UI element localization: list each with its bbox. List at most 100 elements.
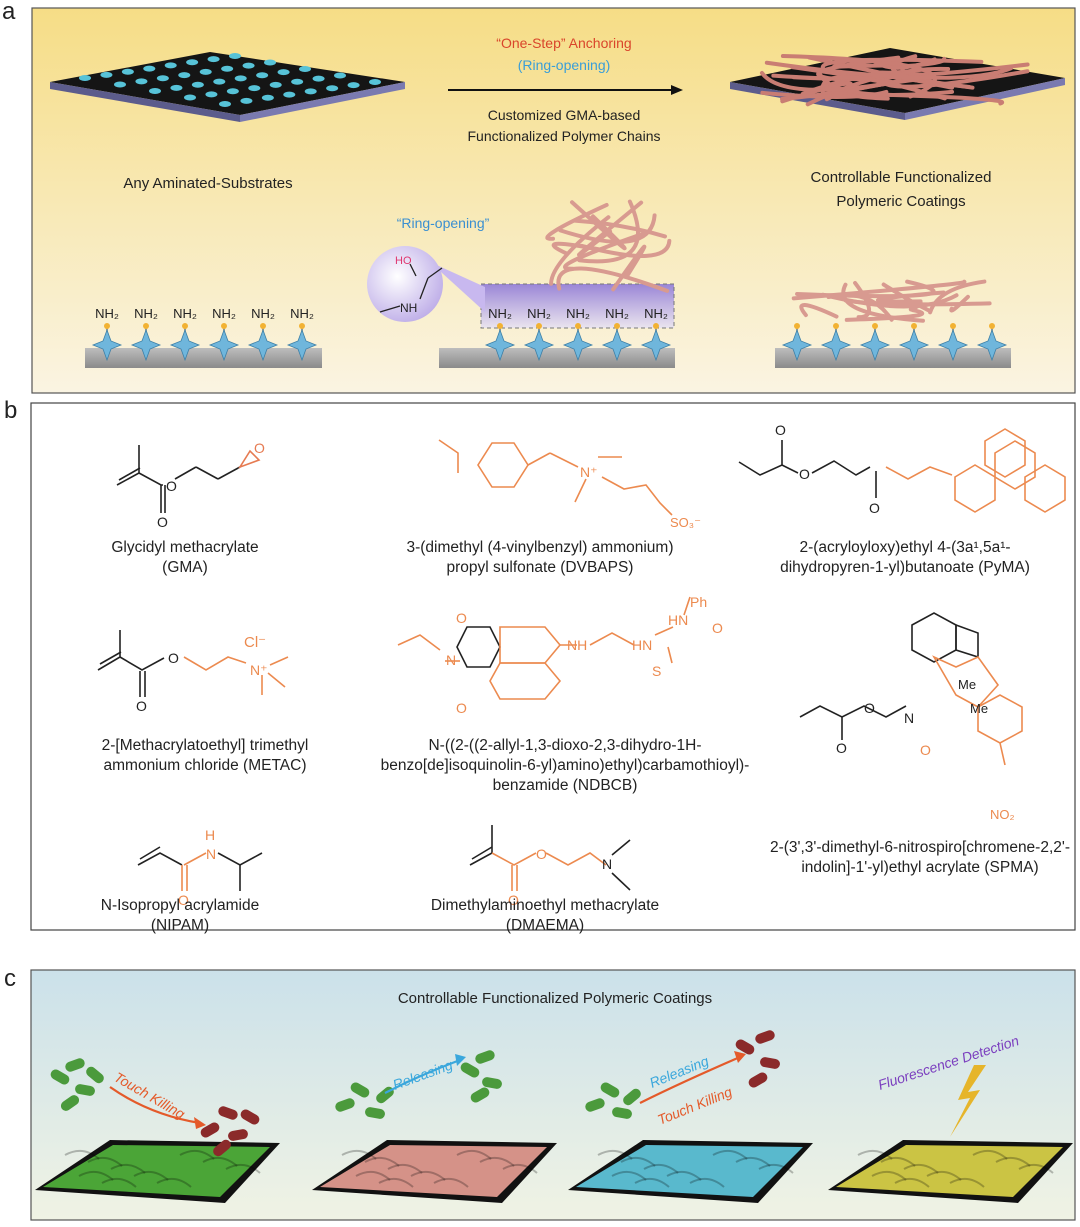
bacterium — [240, 1109, 260, 1125]
dvbaps-n: N⁺ — [580, 464, 598, 480]
scene-texture — [894, 1177, 930, 1188]
amine-bead — [536, 323, 542, 329]
compound-name-pyma: 2-(acryloyloxy)ethyl 4-(3a¹,5a¹-dihydrop… — [780, 539, 1030, 576]
amine-bead — [989, 323, 995, 329]
amine-dot — [229, 53, 241, 59]
dmaema-n: N — [602, 856, 612, 872]
bubble-nh: NH — [400, 301, 417, 315]
amine-dot — [334, 72, 346, 79]
bacterium — [460, 1062, 480, 1078]
amine-bead — [143, 323, 149, 329]
nh2-label: NH₂ — [605, 306, 629, 321]
bacterium — [735, 1039, 755, 1055]
amine-dot — [164, 62, 177, 69]
arrow-bottom-label-1: Customized GMA-based — [488, 107, 641, 123]
scene-texture — [156, 1177, 192, 1188]
spma-n: N — [904, 710, 914, 726]
scene-texture — [202, 1156, 238, 1167]
amine-dot — [121, 68, 134, 75]
dmaema-structure — [469, 825, 631, 891]
scene-texture — [341, 1149, 377, 1160]
panel-b: O O O N⁺ SO₃⁻ O O O Cl⁻ N⁺ O O N O O NH … — [30, 402, 1076, 931]
spma-o3: O — [920, 742, 931, 758]
amine-dot — [149, 88, 161, 94]
amine-dot — [221, 65, 234, 72]
dvbaps-structure — [438, 439, 673, 516]
polymer-chain — [928, 279, 987, 315]
right-coating-label-2: Polymeric Coatings — [836, 193, 965, 210]
scene-texture — [355, 1170, 391, 1181]
scene-4 — [828, 1140, 1073, 1203]
spma-o1: O — [864, 700, 875, 716]
amine-dot — [240, 97, 253, 104]
amine-dot — [184, 94, 196, 101]
bubble-ho: HO — [395, 255, 412, 267]
spma-o2: O — [836, 740, 847, 756]
anchor-star — [523, 328, 555, 362]
amine-dot — [242, 62, 255, 69]
polymer-chain — [764, 60, 1013, 80]
nh2-label: NH₂ — [95, 306, 119, 321]
scene-texture — [735, 1156, 771, 1167]
scene-arrowhead — [734, 1051, 746, 1063]
amine-dot — [283, 91, 296, 98]
scene-texture — [634, 1177, 670, 1188]
scene-texture — [110, 1163, 146, 1174]
amine-dot — [312, 75, 325, 82]
polymer-chain — [780, 54, 937, 99]
ndbcb-hn1: HN — [632, 637, 652, 653]
bacterium — [475, 1050, 495, 1064]
polymer-chain — [820, 75, 947, 101]
scene-texture — [433, 1177, 469, 1188]
scene-texture — [410, 1170, 446, 1181]
amine-bead — [260, 323, 266, 329]
nipam-structure — [137, 846, 263, 891]
polymer-chain — [795, 279, 936, 299]
amine-dot — [207, 56, 220, 63]
dmaema-o1: O — [536, 846, 547, 862]
ndbcb-ph: Ph — [690, 594, 707, 610]
bacterium — [585, 1098, 605, 1112]
polymer-chain — [847, 76, 927, 101]
scene-texture — [87, 1156, 123, 1167]
compound-name-gma: Glycidyl methacrylate(GMA) — [111, 539, 259, 576]
ring-opening-illustration — [367, 199, 675, 368]
scene-texture — [903, 1163, 939, 1174]
anchor-star — [640, 328, 672, 362]
amine-dot — [269, 81, 282, 88]
polymer-chain — [949, 294, 970, 313]
amine-bead — [794, 323, 800, 329]
bacterium — [213, 1139, 231, 1157]
scene-texture — [64, 1149, 100, 1160]
scene-arrow — [109, 1086, 201, 1125]
scene-texture — [995, 1156, 1031, 1167]
anchor-star — [601, 328, 633, 362]
metac-o2: O — [136, 698, 147, 714]
scene-coating — [836, 1145, 1063, 1197]
compound-name-dvbaps: 3-(dimethyl (4-vinylbenzyl) ammonium)pro… — [406, 539, 674, 576]
amine-bead — [182, 323, 188, 329]
scene-texture — [689, 1177, 725, 1188]
arrow-sub-label: (Ring-opening) — [518, 57, 611, 73]
compound-name-spma: 2-(3',3'-dimethyl-6-nitrospiro[chromene-… — [769, 839, 1071, 876]
anchor-star — [130, 328, 162, 362]
anchor-star — [937, 328, 969, 362]
amine-dot — [135, 78, 148, 85]
aminated-substrate-illustration — [50, 52, 405, 122]
compound-name-dmaema: Dimethylaminoethyl methacrylate(DMAEMA) — [430, 897, 660, 934]
bacterium — [50, 1069, 70, 1085]
scene-texture — [364, 1156, 400, 1167]
bacterium — [200, 1122, 220, 1138]
amine-dot — [248, 85, 261, 92]
spma-me1: Me — [958, 677, 976, 692]
pyma-structure — [738, 440, 953, 498]
amine-dot — [178, 72, 191, 79]
anchor-star — [247, 328, 279, 362]
metac-o1: O — [168, 650, 179, 666]
scene-texture — [949, 1177, 985, 1188]
scene-texture — [620, 1156, 656, 1167]
scene-texture — [387, 1163, 423, 1174]
polymer-chain — [577, 199, 640, 264]
amine-dot — [234, 75, 247, 82]
